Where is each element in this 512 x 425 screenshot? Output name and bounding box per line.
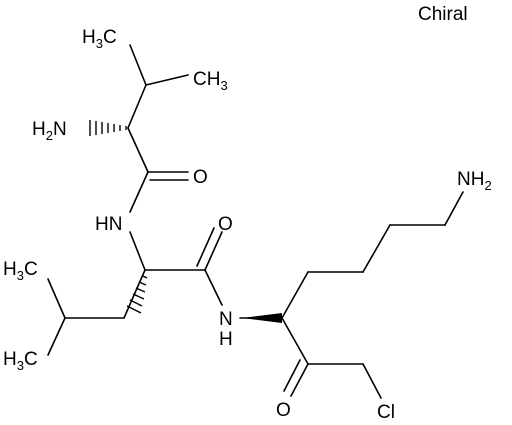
bond-chain-4-to-nh2	[444, 191, 464, 226]
label-methyl-top-right: CH3	[193, 69, 228, 93]
label-methyl-top-left: H3C	[82, 27, 117, 51]
bond-carbonyl-1-to-nh	[129, 171, 149, 213]
label-chloro: Cl	[377, 402, 395, 423]
label-methyl-mid-left: H3C	[3, 259, 38, 283]
label-carbonyl-oxygen-1: O	[193, 167, 208, 188]
bond-chain-2-to-chain-3	[362, 224, 391, 273]
hashed-wedge-alpha-1	[89, 120, 127, 136]
bond-carbonyl-2-to-nh	[204, 269, 223, 306]
bond-ketone-oxygen-a	[290, 363, 309, 397]
chiral-label: Chiral	[418, 4, 468, 25]
label-ketone-oxygen: O	[276, 400, 291, 421]
bond-ch3-left-to-ch	[129, 44, 147, 86]
bond-nh-to-alpha-2	[129, 231, 146, 271]
bond-alpha-to-carbonyl-1	[127, 127, 149, 173]
solid-wedge-alpha-3	[242, 313, 282, 323]
hashed-wedge-alpha-2	[126, 275, 148, 314]
label-amine-alpha: H2N	[32, 119, 67, 143]
bond-alpha-3-to-ketone	[281, 317, 309, 365]
bond-ch-to-ch3-mid	[47, 278, 66, 319]
bond-ch2-to-cl	[362, 363, 382, 399]
bond-ch-to-alpha	[127, 84, 147, 129]
bond-carbonyl-2-oxygen-a	[204, 231, 223, 271]
bond-alpha-3-to-chain-1	[281, 271, 309, 319]
bond-ketone-oxygen-b	[283, 359, 301, 392]
label-amide-nh-2: N	[219, 309, 233, 330]
label-amide-nh-2-h: H	[219, 329, 233, 350]
bond-carbonyl-2-oxygen-b	[196, 227, 215, 267]
label-amine-terminal: NH2	[457, 169, 492, 193]
bond-ch-to-ch3-right	[145, 74, 189, 86]
atom-labels: H3C CH3 H2N O HN O N H NH2 H3C H3C O Cl	[3, 27, 492, 423]
label-methyl-bottom-left: H3C	[3, 349, 38, 373]
label-carbonyl-oxygen-2: O	[218, 214, 233, 235]
label-amide-nh-1: HN	[95, 214, 122, 235]
bond-ch-to-ch3-bottom	[47, 317, 66, 356]
